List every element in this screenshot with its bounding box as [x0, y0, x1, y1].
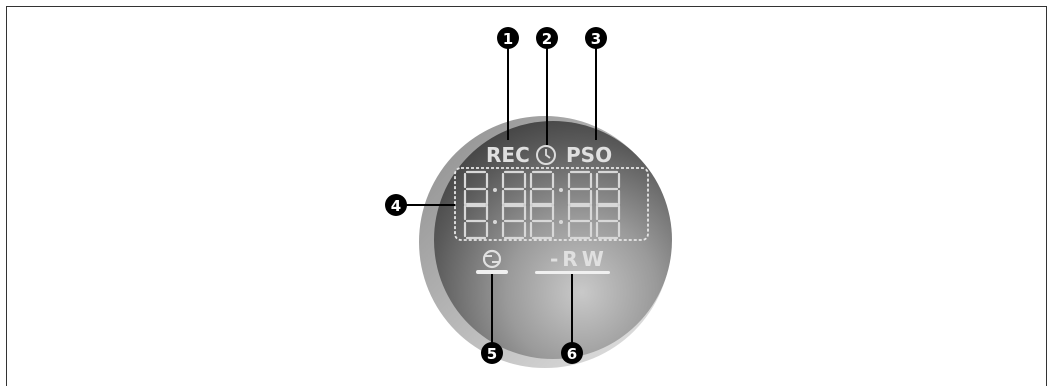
rec-label: REC	[486, 143, 530, 167]
callout-2: 2	[536, 27, 558, 49]
leader-lines	[405, 46, 597, 345]
timer-icon	[536, 145, 556, 165]
callout-3-number: 3	[591, 30, 601, 48]
callout-6: 6	[561, 342, 583, 364]
callout-4-number: 4	[391, 197, 401, 215]
repeat-icon	[476, 249, 508, 274]
rw-label: -RW	[550, 247, 608, 271]
callout-3: 3	[585, 27, 607, 49]
callout-6-number: 6	[567, 345, 577, 363]
pso-indicator: PSO	[566, 143, 612, 167]
callout-5-number: 5	[487, 345, 497, 363]
segment-row-top	[463, 170, 621, 208]
rw-indicator: -RW	[535, 247, 610, 274]
display-disc	[419, 116, 672, 368]
callout-2-number: 2	[542, 30, 552, 48]
segment-row-bottom	[463, 202, 621, 240]
callout-1: 1	[497, 27, 519, 49]
callout-1-number: 1	[503, 30, 513, 48]
callout-4: 4	[385, 194, 407, 216]
diagram-frame	[6, 6, 1047, 386]
segment-display	[454, 167, 649, 241]
rec-indicator: REC	[486, 143, 530, 167]
pso-label: PSO	[566, 143, 612, 167]
callout-5: 5	[481, 342, 503, 364]
